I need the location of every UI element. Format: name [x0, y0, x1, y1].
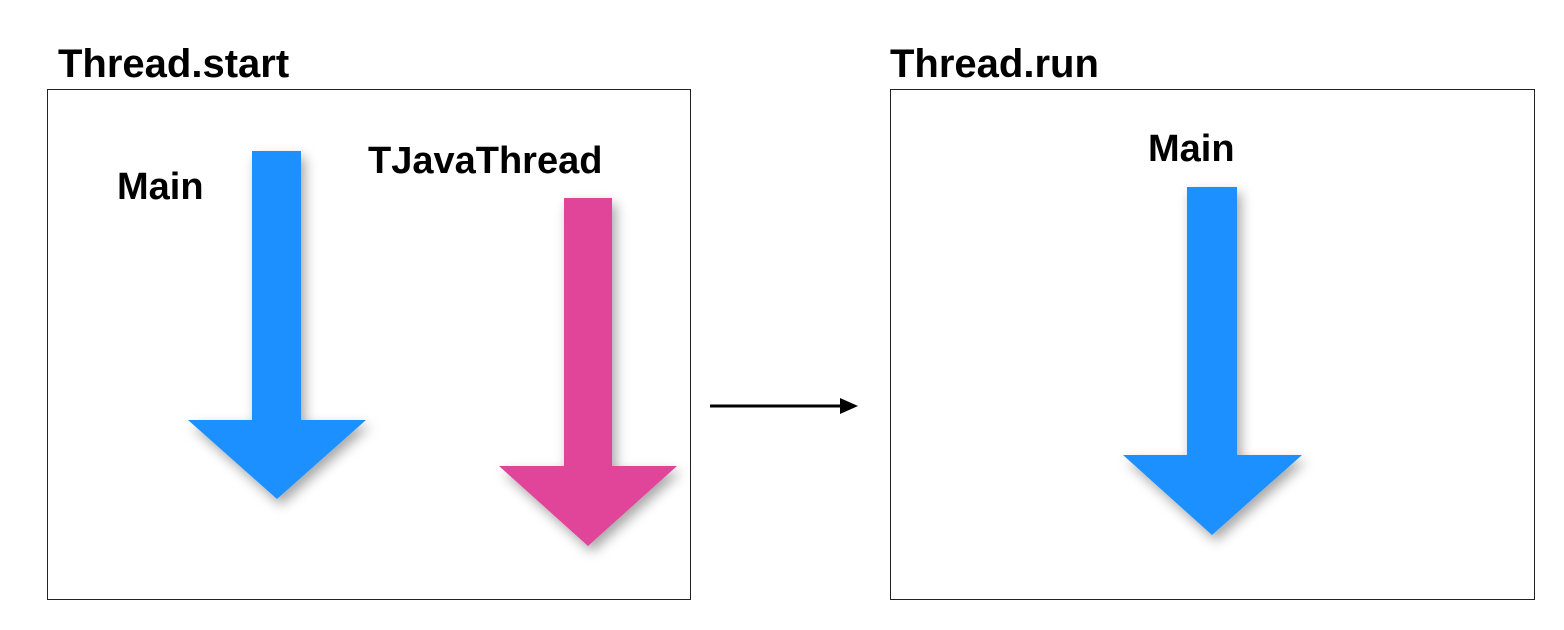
- tjavathread-arrow-shape: [499, 198, 677, 546]
- transition-arrow: [710, 398, 858, 414]
- transition-arrow-head: [840, 398, 858, 414]
- main-thread-arrow-right-shape: [1123, 187, 1302, 535]
- tjavathread-label: TJavaThread: [368, 140, 603, 182]
- main-thread-arrow-right: [1123, 187, 1302, 535]
- left-panel-title: Thread.start: [58, 42, 290, 86]
- main-label-right: Main: [1148, 128, 1235, 170]
- main-thread-arrow-left: [188, 151, 366, 499]
- main-label-left: Main: [117, 166, 204, 208]
- main-thread-arrow-shape: [188, 151, 366, 499]
- tjavathread-arrow: [499, 198, 677, 546]
- right-panel-title: Thread.run: [890, 42, 1099, 86]
